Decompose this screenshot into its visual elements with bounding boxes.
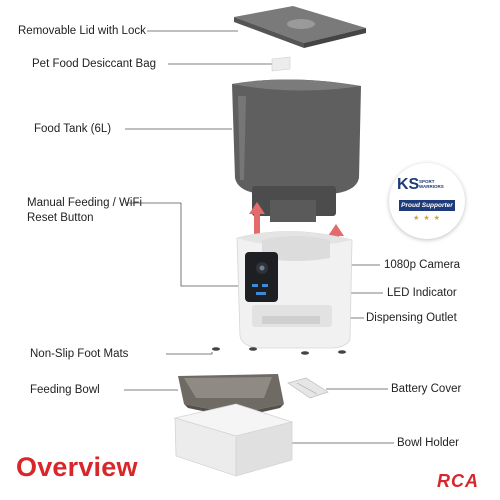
label-desiccant: Pet Food Desiccant Bag [32,58,157,70]
lid [234,6,366,48]
label-battery: Battery Cover [391,383,462,395]
label-manual-line2: Reset Button [27,212,94,224]
feeding-bowl [178,374,284,418]
label-outlet: Dispensing Outlet [366,312,457,324]
leader-manual [126,202,244,287]
label-led: LED Indicator [387,287,457,299]
label-holder: Bowl Holder [397,437,459,449]
leader-mats [166,352,213,355]
food-tank [232,79,361,222]
battery-cover [287,377,329,399]
bowl-holder [173,403,294,477]
label-lid: Removable Lid with Lock [18,25,146,37]
label-mats: Non-Slip Foot Mats [30,348,129,360]
rca-logo: RCA [437,471,479,491]
label-camera: 1080p Camera [384,259,461,271]
proud-supporter-badge: KS SPORT WARRIORS Proud Supporter ★ ★ ★ [389,163,465,239]
badge-subtitle: SPORT WARRIORS [419,179,444,189]
badge-ks-logo: KS [397,176,420,193]
label-tank: Food Tank (6L) [34,123,112,135]
badge-stars: ★ ★ ★ [413,215,441,222]
label-bowl: Feeding Bowl [30,384,100,396]
feeder-base [236,231,353,349]
overview-title: Overview [16,452,138,482]
desiccant-bag [271,56,291,72]
foot-mats [212,347,346,355]
label-manual-line1: Manual Feeding / WiFi [27,197,143,209]
badge-proud-supporter: Proud Supporter [399,200,455,211]
